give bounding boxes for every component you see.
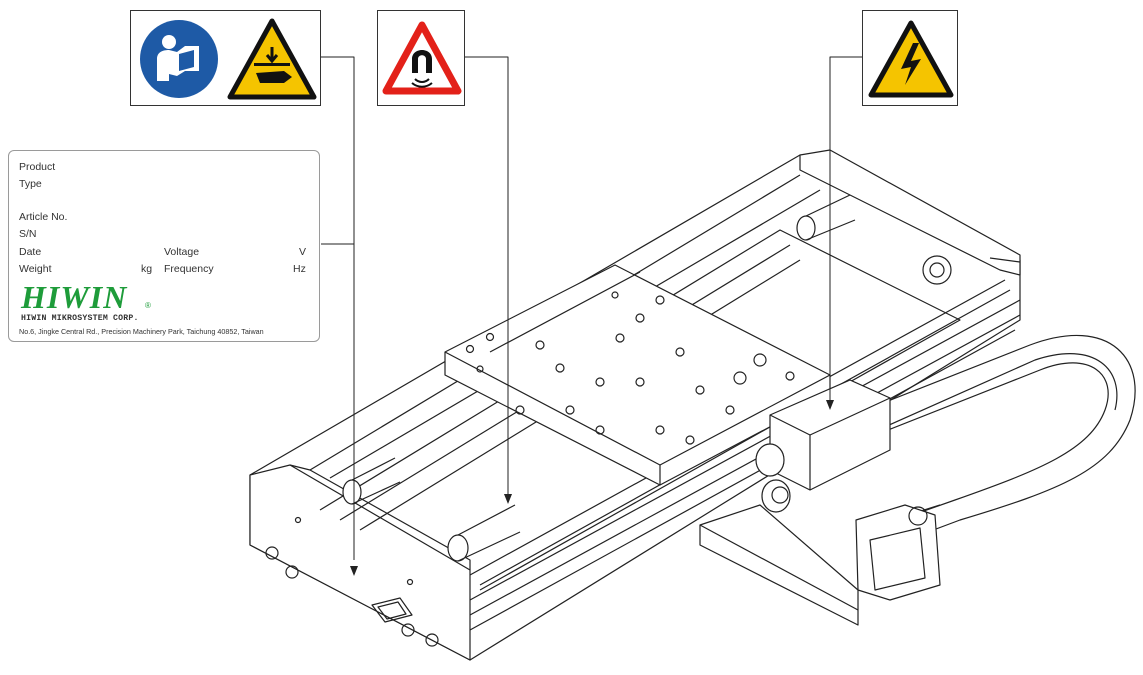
carriage-table xyxy=(444,264,831,486)
magnetic-field-warning-icon xyxy=(382,21,462,95)
serial-number-label: S/N xyxy=(19,228,37,240)
weight-unit: kg xyxy=(141,263,153,275)
safety-label-magnetic xyxy=(377,10,465,106)
leader-lines xyxy=(312,56,862,560)
hiwin-logo: HIWIN xyxy=(21,279,128,315)
article-number-label: Article No. xyxy=(19,211,68,223)
registered-mark: ® xyxy=(145,301,151,310)
company-name: HIWIN MIKROSYSTEM CORP. xyxy=(21,314,139,323)
read-manual-icon xyxy=(140,20,218,98)
electrical-voltage-warning-icon xyxy=(868,20,954,98)
carriage-head xyxy=(755,379,891,513)
frequency-unit: Hz xyxy=(293,263,306,275)
product-nameplate: Product Type Article No. S/N Date Weight… xyxy=(8,150,320,342)
voltage-label: Voltage xyxy=(164,246,200,258)
mounting-plate xyxy=(699,504,859,626)
frequency-label: Frequency xyxy=(164,263,214,275)
company-address: No.6, Jingke Central Rd., Precision Mach… xyxy=(19,327,264,336)
voltage-unit: V xyxy=(299,246,307,258)
rail-bearings xyxy=(342,194,952,562)
cable-chain xyxy=(839,334,1136,601)
hand-crush-warning-icon xyxy=(227,18,317,100)
weight-label: Weight xyxy=(19,263,52,275)
safety-label-manual-and-crush xyxy=(130,10,321,106)
date-label: Date xyxy=(19,246,42,258)
safety-label-electric xyxy=(862,10,958,106)
type-label: Type xyxy=(19,178,42,190)
product-label: Product xyxy=(19,161,56,173)
